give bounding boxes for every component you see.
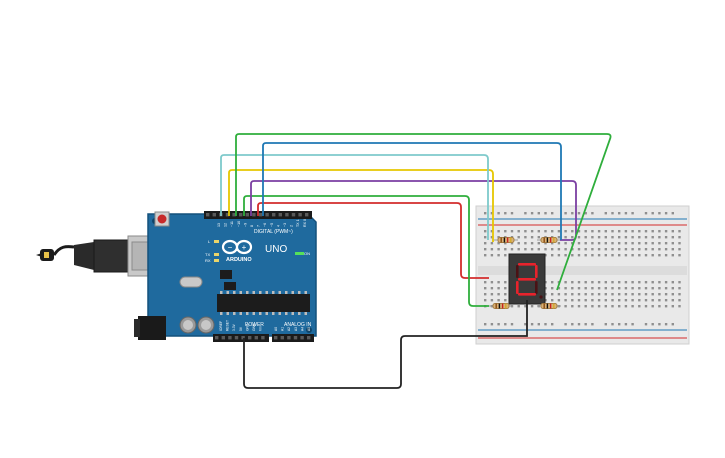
digital-pin-label: 13 (217, 223, 221, 227)
wire-blue[interactable] (262, 142, 562, 240)
analog-pin-label: A3 (294, 327, 298, 331)
digital-pin-label: ~10 (237, 221, 241, 227)
analog-pin-label: A4 (300, 327, 304, 331)
l-led-label: L (208, 239, 211, 244)
wire-green-2[interactable] (235, 133, 612, 291)
on-led-label: ON (304, 251, 310, 256)
power-pin-label: IOREF (219, 321, 223, 331)
analog-pin-label: A2 (287, 327, 291, 331)
analog-pin-label: A5 (307, 327, 311, 331)
power-jack[interactable] (134, 316, 166, 340)
power-pin-label: RESET (226, 320, 230, 331)
digital-pin-label: 4 (276, 225, 280, 227)
digital-pin-label: ~5 (270, 223, 274, 227)
wire-red[interactable] (257, 202, 489, 279)
usb-cable[interactable] (36, 235, 167, 277)
breadboard[interactable] (475, 205, 690, 345)
brand-label: ARDUINO (226, 257, 252, 263)
rx-label: RX (205, 258, 211, 263)
arduino-uno-board[interactable]: − + ARDUINO UNO DIGITAL (PWM~) POWER ANA… (134, 211, 317, 342)
segment-g (518, 278, 536, 281)
resistor[interactable] (489, 303, 513, 309)
digital-pin-label: 12 (224, 223, 228, 227)
svg-text:−: − (228, 243, 233, 252)
digital-pin-label: ~9 (243, 223, 247, 227)
power-pin-label: GND (252, 323, 256, 331)
svg-text:+: + (242, 243, 247, 252)
reset-button[interactable] (154, 211, 170, 227)
digital-pin-label: 2 (290, 225, 294, 227)
resistor[interactable] (494, 237, 518, 243)
analog-pin-label: A1 (281, 327, 285, 331)
power-pin-label: Vin (259, 326, 263, 331)
display-digit: 2 (0, 0, 1, 1)
segment-a (518, 263, 536, 266)
small-ic (220, 270, 232, 279)
digital-pin-label: TX 1 (296, 219, 300, 227)
segment-c (535, 281, 538, 294)
segment-e (516, 281, 519, 294)
digital-pin-label: ~6 (263, 223, 267, 227)
tx-label: TX (205, 252, 210, 257)
resistor[interactable] (537, 303, 561, 309)
crystal (179, 276, 203, 288)
power-pin-label: 3.3V (232, 323, 236, 331)
atmega-chip (217, 291, 310, 315)
segment-d (518, 293, 536, 296)
wire-cyan[interactable] (220, 154, 489, 240)
wire-yellow[interactable] (228, 169, 494, 242)
power-pin-label: 5V (239, 326, 243, 331)
seven-segment-display[interactable]: 2 (0, 0, 546, 305)
power-label: POWER (245, 322, 264, 328)
capacitors (179, 316, 215, 334)
arduino-logo-icon: − + (221, 239, 253, 255)
digital-pin-label: RX 0 (303, 219, 307, 227)
wire-green-1[interactable] (243, 195, 489, 307)
digital-pin-label: ~11 (230, 221, 234, 227)
segment-b (535, 265, 538, 278)
small-ic-2 (224, 282, 236, 290)
model-label: UNO (265, 244, 287, 255)
resistors[interactable] (489, 237, 561, 309)
resistor[interactable] (537, 237, 561, 243)
analog-pin-label: A0 (274, 327, 278, 331)
segment-f (516, 265, 519, 278)
digital-pin-label: ~3 (283, 223, 287, 227)
digital-pin-label: 8 (250, 225, 254, 227)
power-header (213, 334, 314, 342)
segment-dp (539, 295, 543, 299)
wire-black-ground[interactable] (243, 300, 528, 389)
status-leds (214, 240, 304, 262)
analog-label: ANALOG IN (284, 322, 312, 328)
power-pin-label: GND (245, 323, 249, 331)
digital-label: DIGITAL (PWM~) (254, 229, 293, 235)
digital-pin-label: 7 (257, 225, 261, 227)
